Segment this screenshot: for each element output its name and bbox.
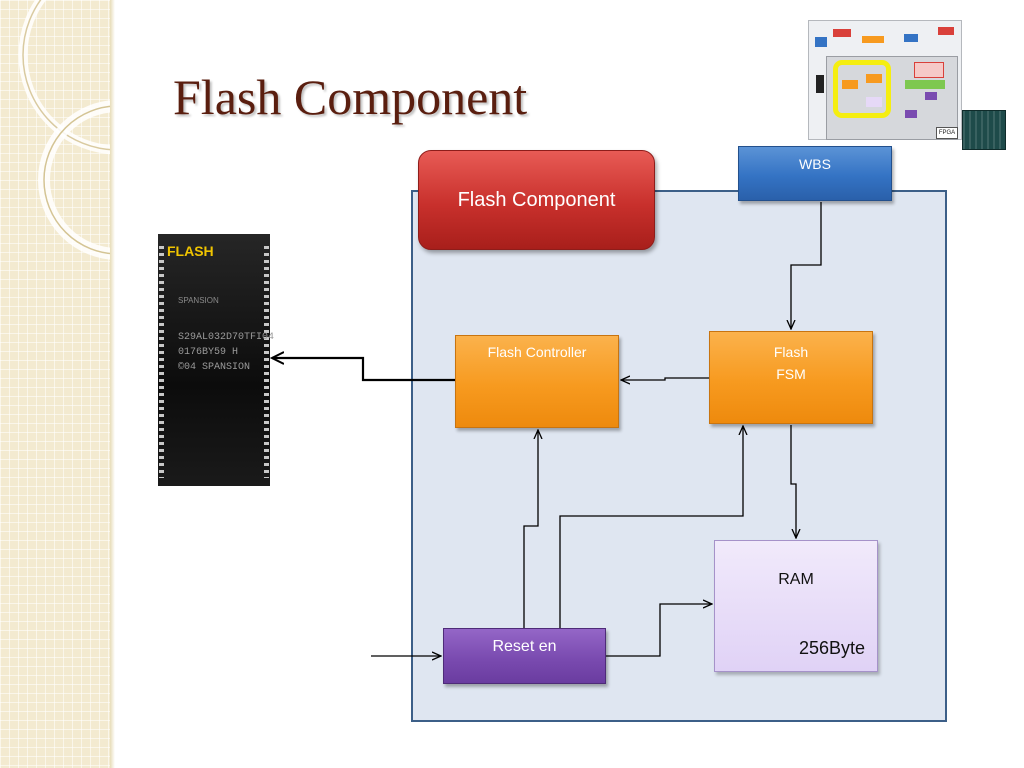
controller-to-flash-wire [272, 358, 455, 382]
ram-size-label: 256Byte [798, 638, 865, 658]
chip-marking: S29AL032D70TFI04 0176BY59 H ©04 SPANSION [178, 332, 275, 373]
reset-to-fsm-wire [559, 426, 743, 628]
reset-en-block: Reset en [443, 628, 606, 684]
chip-pins-right [264, 246, 269, 478]
decorative-rings [18, 0, 115, 260]
wbs-to-fsm-wire [791, 202, 822, 329]
flash-controller-block: Flash Controller [455, 335, 619, 428]
reset-to-ram-wire [606, 604, 712, 657]
reset-to-controller-wire [523, 430, 538, 628]
flash-chip-image: FLASH SPANSION S29AL032D70TFI04 0176BY59… [158, 234, 274, 486]
flash-fsm-label: Flash FSM [773, 344, 809, 382]
flash-fsm-block: Flash FSM [709, 331, 873, 424]
flash-component-title-block: Flash Component [418, 150, 655, 250]
thumbnail-block [938, 27, 954, 35]
fsm-to-ram-wire [790, 425, 796, 538]
flash-chip-label: FLASH [167, 243, 214, 259]
chip-logo: SPANSION [178, 296, 219, 305]
side-strip-edge [110, 0, 115, 768]
thumbnail-block [862, 36, 884, 43]
thumbnail-block [925, 92, 937, 100]
thumbnail-block [866, 74, 882, 83]
thumbnail-block [842, 80, 858, 89]
thumbnail-highlight [833, 60, 891, 118]
wbs-block: WBS [738, 146, 892, 201]
thumbnail-block [914, 62, 944, 78]
thumbnail-block [905, 80, 945, 89]
thumbnail-block [866, 97, 882, 107]
chip-pins-left [159, 246, 164, 478]
thumbnail-block [815, 37, 827, 47]
thumbnail-board-photo [962, 110, 1006, 150]
thumbnail-block [904, 34, 918, 42]
thumbnail-block [905, 110, 917, 118]
ram-block: RAM 256Byte [714, 540, 878, 672]
decorative-side-strip [0, 0, 115, 768]
thumbnail-fpga-label: FPGA [936, 127, 958, 139]
fsm-to-controller-wire [621, 378, 709, 380]
slide-title: Flash Component [173, 69, 528, 125]
thumbnail-block [833, 29, 851, 37]
thumbnail-block [816, 75, 824, 93]
ram-label: RAM [778, 571, 814, 588]
